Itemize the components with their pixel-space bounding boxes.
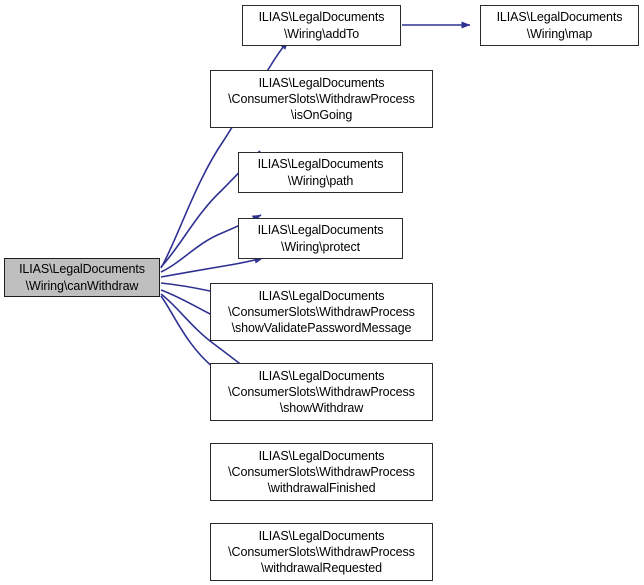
- node-label-line: \ConsumerSlots\WithdrawProcess: [228, 384, 415, 399]
- node-label-line: \withdrawalFinished: [267, 481, 376, 496]
- node-label-line: ILIAS\LegalDocuments: [496, 10, 623, 25]
- graph-node-showWithdraw[interactable]: ILIAS\LegalDocuments\ConsumerSlots\Withd…: [210, 363, 433, 421]
- node-label-line: ILIAS\LegalDocuments: [258, 448, 385, 463]
- node-label-line: \isOnGoing: [290, 108, 353, 123]
- graph-node-withdrawalFinished[interactable]: ILIAS\LegalDocuments\ConsumerSlots\Withd…: [210, 443, 433, 501]
- node-label-line: ILIAS\LegalDocuments: [258, 10, 385, 25]
- node-label-line: ILIAS\LegalDocuments: [258, 75, 385, 90]
- node-label-line: ILIAS\LegalDocuments: [258, 288, 385, 303]
- node-label-line: \Wiring\map: [526, 26, 593, 41]
- node-label-line: ILIAS\LegalDocuments: [257, 223, 384, 238]
- graph-node-addTo[interactable]: ILIAS\LegalDocuments\Wiring\addTo: [242, 5, 401, 46]
- graph-node-showValidatePasswordMessage[interactable]: ILIAS\LegalDocuments\ConsumerSlots\Withd…: [210, 283, 433, 341]
- node-label-line: \ConsumerSlots\WithdrawProcess: [228, 91, 415, 106]
- graph-node-path[interactable]: ILIAS\LegalDocuments\Wiring\path: [238, 152, 403, 193]
- node-label-line: \Wiring\canWithdraw: [25, 278, 139, 293]
- graph-node-map[interactable]: ILIAS\LegalDocuments\Wiring\map: [480, 5, 639, 46]
- node-label-line: \showValidatePasswordMessage: [231, 321, 412, 336]
- node-label-line: \ConsumerSlots\WithdrawProcess: [228, 544, 415, 559]
- node-label-line: \ConsumerSlots\WithdrawProcess: [228, 304, 415, 319]
- edge-canWithdraw-to-protect: [160, 256, 264, 278]
- node-label-line: \Wiring\protect: [280, 239, 361, 254]
- graph-node-withdrawalRequested[interactable]: ILIAS\LegalDocuments\ConsumerSlots\Withd…: [210, 523, 433, 581]
- graph-node-protect[interactable]: ILIAS\LegalDocuments\Wiring\protect: [238, 218, 403, 259]
- node-label-line: ILIAS\LegalDocuments: [19, 262, 145, 277]
- node-label-line: \withdrawalRequested: [261, 561, 382, 576]
- graph-node-canWithdraw[interactable]: ILIAS\LegalDocuments\Wiring\canWithdraw: [4, 258, 160, 297]
- node-label-line: ILIAS\LegalDocuments: [257, 157, 384, 172]
- graph-node-isOnGoing[interactable]: ILIAS\LegalDocuments\ConsumerSlots\Withd…: [210, 70, 433, 128]
- node-label-line: \Wiring\path: [287, 173, 354, 188]
- node-label-line: \Wiring\addTo: [283, 26, 360, 41]
- node-label-line: ILIAS\LegalDocuments: [258, 528, 385, 543]
- node-label-line: \ConsumerSlots\WithdrawProcess: [228, 464, 415, 479]
- node-label-line: ILIAS\LegalDocuments: [258, 368, 385, 383]
- node-label-line: \showWithdraw: [279, 401, 364, 416]
